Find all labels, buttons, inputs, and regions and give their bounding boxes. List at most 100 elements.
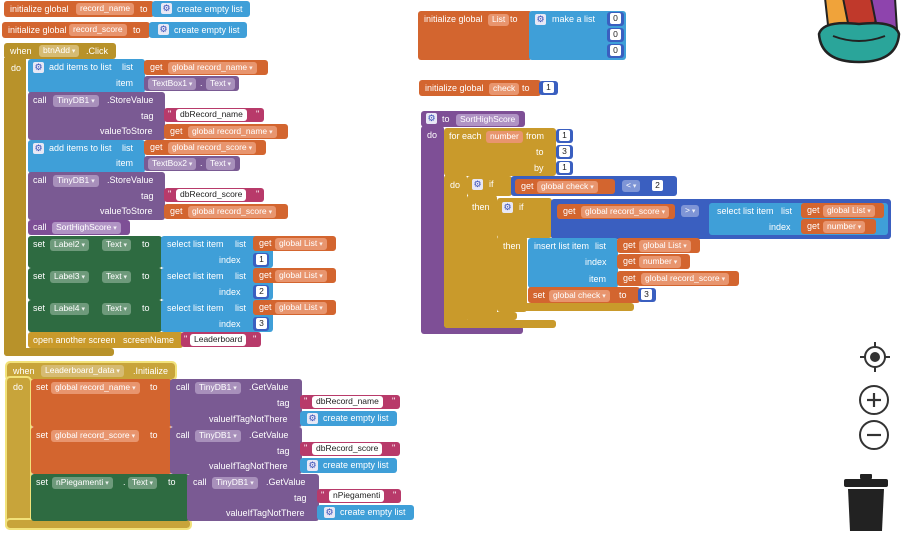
mutator-gear-icon[interactable]: ⚙ bbox=[502, 202, 513, 213]
init-record-name-block[interactable]: initialize global record_name to bbox=[4, 1, 154, 17]
set-label-text-block[interactable]: set Label4 Text to bbox=[28, 300, 162, 332]
text-value[interactable]: dbRecord_name bbox=[312, 396, 383, 408]
property-dropdown[interactable]: Text bbox=[102, 239, 132, 251]
number-value[interactable]: 0 bbox=[610, 13, 621, 24]
number-value[interactable]: 0 bbox=[610, 29, 621, 40]
init-var-name[interactable]: List bbox=[488, 14, 510, 26]
var-dropdown[interactable]: global List bbox=[275, 302, 327, 314]
operator-dropdown[interactable]: < bbox=[622, 180, 641, 192]
component-dropdown[interactable]: Label4 bbox=[50, 303, 89, 315]
if-block[interactable]: ⚙ if bbox=[497, 198, 552, 238]
number-value[interactable]: 3 bbox=[559, 146, 570, 157]
event-btnadd-click[interactable]: when btnAdd .Click bbox=[4, 43, 116, 59]
zoom-out-icon[interactable] bbox=[857, 418, 891, 452]
create-empty-list-block[interactable]: ⚙ create empty list bbox=[149, 22, 247, 38]
if-block[interactable]: ⚙ if bbox=[467, 176, 512, 196]
number-value[interactable]: 0 bbox=[610, 45, 621, 56]
component-dropdown[interactable]: TinyDB1 bbox=[195, 430, 241, 442]
number-value[interactable]: 1 bbox=[543, 82, 554, 93]
tinydb-storevalue-block[interactable]: call TinyDB1 .StoreValue tag valueToStor… bbox=[28, 92, 165, 140]
var-dropdown[interactable]: global record_name bbox=[168, 62, 257, 74]
number-block[interactable]: 0 bbox=[607, 28, 624, 42]
component-dropdown[interactable]: TinyDB1 bbox=[53, 175, 99, 187]
init-var-name[interactable]: check bbox=[489, 83, 520, 95]
component-dropdown[interactable]: Label2 bbox=[50, 239, 89, 251]
get-var-block[interactable]: get global record_score bbox=[164, 204, 288, 219]
set-label-text-block[interactable]: set Label3 Text to bbox=[28, 268, 162, 300]
number-block[interactable]: 2 bbox=[649, 179, 666, 193]
number-value[interactable]: 3 bbox=[256, 318, 267, 329]
component-dropdown[interactable]: Label3 bbox=[50, 271, 89, 283]
get-var-block[interactable]: get global check bbox=[515, 179, 615, 194]
number-value[interactable]: 1 bbox=[559, 130, 570, 141]
text-block[interactable]: " nPiegamenti " bbox=[317, 489, 401, 503]
tinydb-storevalue-block[interactable]: call TinyDB1 .StoreValue tag valueToStor… bbox=[28, 172, 165, 220]
zoom-in-icon[interactable] bbox=[857, 383, 891, 417]
number-value[interactable]: 2 bbox=[652, 180, 663, 191]
property-dropdown[interactable]: Text bbox=[102, 271, 132, 283]
init-record-score-block[interactable]: initialize global record_score to bbox=[2, 22, 150, 38]
number-block[interactable]: 0 bbox=[607, 12, 624, 26]
add-items-to-list-block[interactable]: ⚙ add items to list list item bbox=[28, 140, 145, 173]
create-empty-list-block[interactable]: ⚙ create empty list bbox=[152, 1, 250, 17]
set-component-text-block[interactable]: set nPiegamenti . Text to bbox=[31, 474, 189, 521]
set-global-block[interactable]: set global check to bbox=[528, 287, 640, 303]
init-list-block[interactable]: initialize global List to bbox=[418, 11, 532, 60]
get-var-block[interactable]: get global List bbox=[253, 268, 336, 283]
mutator-gear-icon[interactable]: ⚙ bbox=[307, 460, 318, 471]
component-dropdown[interactable]: Leaderboard_data bbox=[41, 365, 124, 377]
number-block[interactable]: 1 bbox=[253, 253, 269, 267]
trash-icon[interactable] bbox=[843, 474, 889, 534]
set-global-block[interactable]: set global record_score to bbox=[31, 427, 172, 474]
number-block[interactable]: 1 bbox=[556, 161, 573, 175]
open-another-screen-block[interactable]: open another screen screenName bbox=[28, 332, 183, 348]
var-dropdown[interactable]: global check bbox=[537, 181, 598, 193]
component-property-getter[interactable]: TextBox2 . Text bbox=[144, 156, 240, 171]
tinydb-getvalue-block[interactable]: call TinyDB1 .GetValue tag valueIfTagNot… bbox=[187, 474, 319, 521]
create-empty-list-block[interactable]: ⚙ create empty list bbox=[300, 411, 397, 426]
locate-icon[interactable] bbox=[858, 340, 892, 374]
property-dropdown[interactable]: Text bbox=[206, 158, 236, 170]
var-dropdown[interactable]: global record_score bbox=[51, 430, 140, 442]
for-each-number-block[interactable]: for each number from to by bbox=[444, 128, 556, 176]
property-dropdown[interactable]: Text bbox=[102, 303, 132, 315]
var-dropdown[interactable]: number bbox=[823, 221, 866, 233]
mutator-gear-icon[interactable]: ⚙ bbox=[161, 3, 172, 14]
text-value[interactable]: Leaderboard bbox=[190, 334, 247, 346]
get-var-block[interactable]: get number bbox=[801, 219, 876, 234]
text-block[interactable]: " dbRecord_name " bbox=[164, 108, 264, 122]
tinydb-getvalue-block[interactable]: call TinyDB1 .GetValue tag valueIfTagNot… bbox=[170, 379, 302, 427]
component-dropdown[interactable]: TinyDB1 bbox=[195, 382, 241, 394]
procedure-dropdown[interactable]: SortHighScore bbox=[52, 222, 121, 234]
var-dropdown[interactable]: global record_name bbox=[188, 126, 277, 138]
get-var-block[interactable]: get global record_name bbox=[164, 124, 288, 139]
set-label-text-block[interactable]: set Label2 Text to bbox=[28, 236, 162, 268]
get-var-block[interactable]: get global List bbox=[617, 238, 700, 253]
component-dropdown[interactable]: TextBox1 bbox=[148, 78, 197, 90]
text-value[interactable]: dbRecord_score bbox=[176, 189, 247, 201]
text-value[interactable]: dbRecord_name bbox=[176, 109, 247, 121]
get-var-block[interactable]: get global List bbox=[253, 300, 336, 315]
component-dropdown[interactable]: nPiegamenti bbox=[52, 477, 113, 489]
var-dropdown[interactable]: number bbox=[639, 256, 682, 268]
set-global-block[interactable]: set global record_name to bbox=[31, 379, 172, 427]
init-var-name[interactable]: record_name bbox=[76, 3, 135, 15]
get-var-block[interactable]: get global record_score bbox=[617, 271, 739, 286]
procedure-sorthighscore[interactable]: ⚙ to SortHighScore bbox=[421, 111, 525, 127]
operator-dropdown[interactable]: > bbox=[681, 205, 700, 217]
mutator-gear-icon[interactable]: ⚙ bbox=[324, 507, 335, 518]
mutator-gear-icon[interactable]: ⚙ bbox=[472, 179, 483, 190]
text-value[interactable]: dbRecord_score bbox=[312, 443, 383, 455]
compare-block[interactable]: get global check < 2 bbox=[511, 176, 677, 196]
number-block[interactable]: 3 bbox=[556, 145, 573, 159]
procedure-name[interactable]: SortHighScore bbox=[456, 114, 520, 126]
var-dropdown[interactable]: global List bbox=[823, 205, 875, 217]
loop-var[interactable]: number bbox=[486, 131, 523, 143]
var-dropdown[interactable]: global record_score bbox=[188, 206, 277, 218]
number-block[interactable]: 1 bbox=[539, 81, 558, 95]
get-var-block[interactable]: get global List bbox=[801, 203, 884, 218]
var-dropdown[interactable]: global record_score bbox=[168, 142, 257, 154]
number-block[interactable]: 0 bbox=[607, 44, 624, 58]
create-empty-list-block[interactable]: ⚙ create empty list bbox=[317, 505, 414, 520]
text-block[interactable]: " dbRecord_name " bbox=[300, 395, 400, 409]
